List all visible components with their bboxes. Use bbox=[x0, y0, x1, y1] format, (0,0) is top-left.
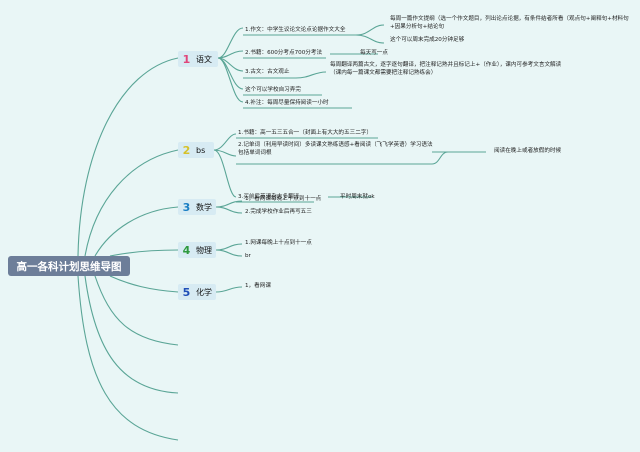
topic-item[interactable]: br bbox=[245, 253, 251, 259]
topic-item[interactable]: 2.完成学校作业后再写五三 bbox=[245, 209, 312, 215]
subject-label: 化学 bbox=[196, 287, 212, 297]
subject-number: 2 bbox=[182, 143, 191, 157]
subject-node-math[interactable]: 3 数学 bbox=[178, 199, 216, 215]
topic-detail[interactable]: 这个可以周末完成20分钟足够 bbox=[390, 37, 465, 43]
topic-detail[interactable]: 平时周末就ok bbox=[340, 194, 375, 200]
subject-label: 物理 bbox=[196, 245, 212, 255]
topic-item[interactable]: 2.记单词（利用早读时间）多读课文熟练语感+看阅读（飞飞学英语）学习语法包括单词… bbox=[238, 142, 433, 156]
topic-item[interactable]: 1.作文：中学生议论文论点论据作文大全 bbox=[245, 27, 346, 33]
root-title: 高一各科计划思维导图 bbox=[16, 260, 122, 273]
topic-detail[interactable]: 每周翻译两篇古文，逐字逐句翻译，把注释记熟并且标记上+（作业），课内可参考文言文… bbox=[330, 62, 562, 76]
subject-node-chemistry[interactable]: 5 化学 bbox=[178, 284, 216, 300]
subject-number: 4 bbox=[182, 243, 191, 257]
subject-node-english[interactable]: 2 bs bbox=[178, 142, 214, 158]
topic-detail[interactable]: 阅读在晚上或者放假的时候 bbox=[494, 148, 562, 154]
topic-item[interactable]: 2.书籍：600分考点700分考法 bbox=[245, 50, 323, 56]
topic-item[interactable]: 1，看网课 bbox=[245, 283, 271, 289]
subject-label: bs bbox=[196, 145, 206, 155]
topic-item[interactable]: 这个可以学校自习弄完 bbox=[245, 87, 301, 93]
root-node[interactable]: 高一各科计划思维导图 bbox=[8, 256, 130, 276]
subject-number: 3 bbox=[182, 200, 191, 214]
subject-node-physics[interactable]: 4 物理 bbox=[178, 242, 216, 258]
subject-label: 数学 bbox=[196, 202, 212, 212]
subject-number: 5 bbox=[182, 285, 191, 299]
topic-detail[interactable]: 每周一篇作文提纲（选一个作文题目，列出论点论据，有条件结者所看（观点句+阐释句+… bbox=[390, 16, 629, 30]
topic-item[interactable]: 1，看网课每晚上十点到十一点 bbox=[245, 196, 322, 202]
topic-item[interactable]: 3.古文：古文观止 bbox=[245, 69, 290, 75]
topic-item[interactable]: 3.买前后英语杂志多翻译 bbox=[238, 194, 300, 200]
subject-number: 1 bbox=[182, 52, 191, 66]
topic-item[interactable]: 4.补注：每周尽量保持阅读一小时 bbox=[245, 100, 329, 106]
subject-label: 语文 bbox=[196, 54, 212, 64]
topic-detail[interactable]: 每天写一点 bbox=[360, 50, 388, 56]
subject-node-chinese[interactable]: 1 语文 bbox=[178, 51, 218, 67]
topic-item[interactable]: 1.书籍：高一五三五合一（封面上有大大的五三二字） bbox=[238, 130, 372, 136]
topic-item[interactable]: 1.网课每晚上十点到十一点 bbox=[245, 240, 312, 246]
